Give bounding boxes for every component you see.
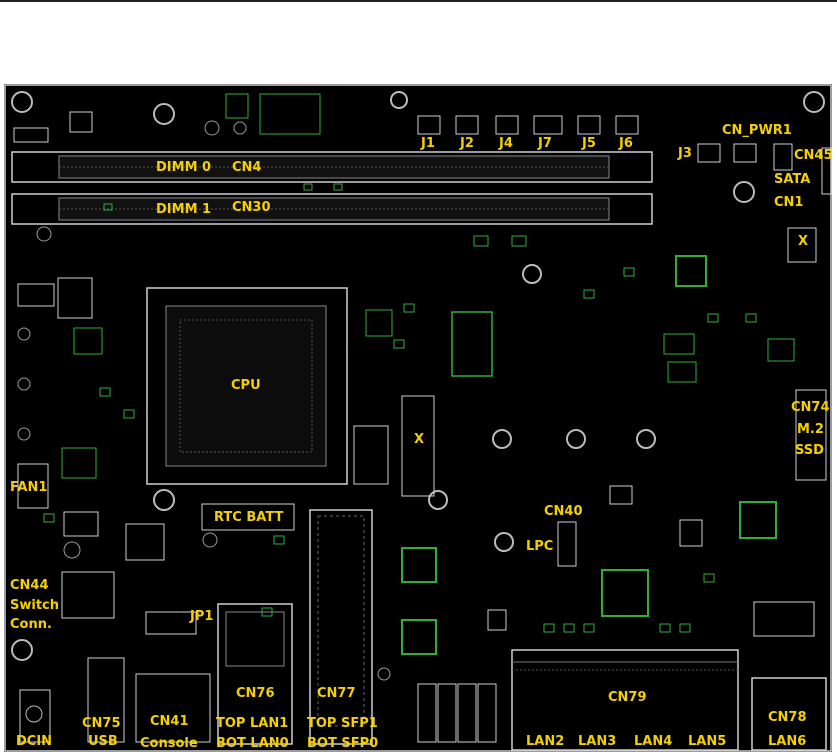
label-j2: J2 [460,136,474,151]
label-lan3: LAN3 [578,734,616,749]
label-cn41: CN41 [150,714,189,729]
label-dcin: DCIN [16,734,52,749]
label-lan2: LAN2 [526,734,564,749]
label-x-mid: X [414,432,424,447]
label-j5: J5 [582,136,596,151]
label-cpu: CPU [231,378,261,393]
label-cn1: CN1 [774,195,803,210]
label-console: Console [140,736,198,751]
label-dimm1: DIMM 1 [156,202,211,217]
label-j3: J3 [678,146,692,161]
label-jp1: JP1 [190,609,213,624]
label-dimm0: DIMM 0 [156,160,211,175]
label-cn74: CN74 [791,400,830,415]
label-x-top: X [798,234,808,249]
page-top-rule [0,0,837,2]
label-conn: Conn. [10,617,52,632]
label-cn77: CN77 [317,686,356,701]
label-top-lan1: TOP LAN1 [216,716,288,731]
label-cn-pwr1: CN_PWR1 [722,123,792,138]
label-cn45: CN45 [794,148,832,163]
label-cn78: CN78 [768,710,807,725]
board-silkscreen [4,84,832,752]
label-lan5: LAN5 [688,734,726,749]
label-lan4: LAN4 [634,734,672,749]
label-bot-lan0: BOT LAN0 [216,736,289,751]
label-cn30: CN30 [232,200,271,215]
label-rtc-batt: RTC BATT [214,510,283,525]
label-m2: M.2 [797,422,824,437]
label-top-sfp1: TOP SFP1 [307,716,378,731]
label-j1: J1 [421,136,435,151]
label-bot-sfp0: BOT SFP0 [307,736,378,751]
label-ssd: SSD [795,443,824,458]
label-j6: J6 [619,136,633,151]
label-j4: J4 [499,136,513,151]
label-cn75: CN75 [82,716,121,731]
label-cn44: CN44 [10,578,49,593]
label-switch: Switch [10,598,59,613]
label-cn4: CN4 [232,160,261,175]
label-cn40: CN40 [544,504,583,519]
motherboard-layout: J1 J2 J4 J7 J5 J6 CN_PWR1 J3 CN45 SATA C… [4,84,832,752]
label-cn79: CN79 [608,690,647,705]
label-j7: J7 [538,136,552,151]
label-lan6: LAN6 [768,734,806,749]
label-fan1: FAN1 [10,480,47,495]
label-usb: USB [88,734,118,749]
label-lpc: LPC [526,539,553,554]
label-sata: SATA [774,172,810,187]
label-cn76: CN76 [236,686,275,701]
